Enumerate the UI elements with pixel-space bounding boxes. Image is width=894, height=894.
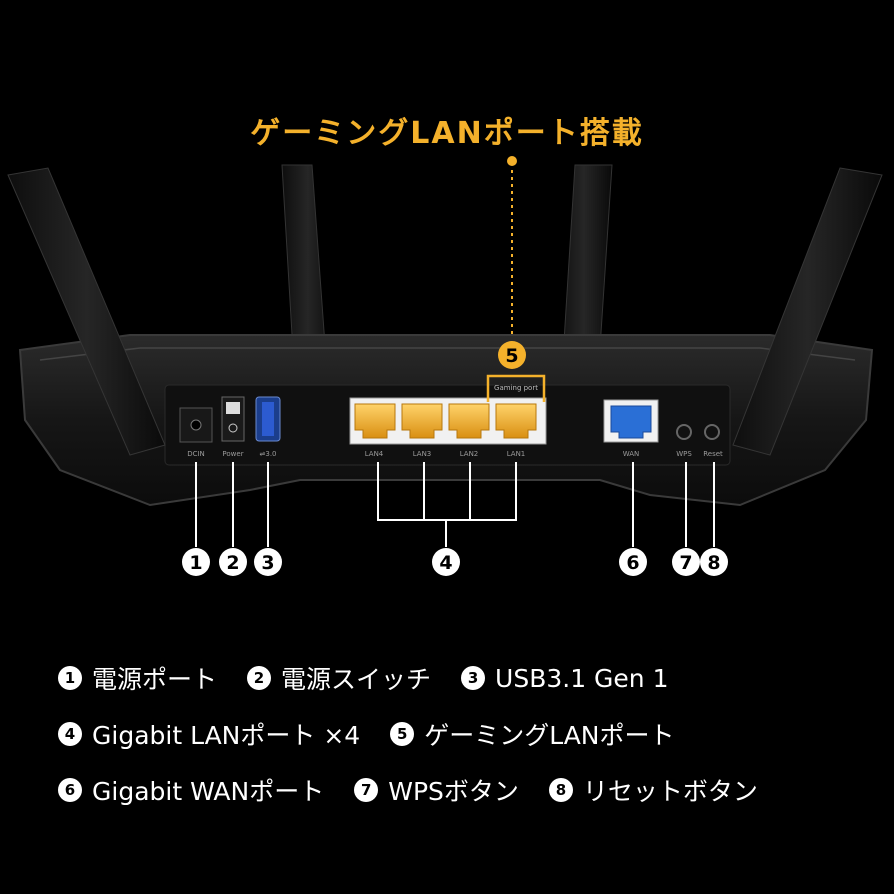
- marker-3: [254, 548, 282, 576]
- legend-number-badge: 7: [354, 778, 379, 802]
- marker-8-number: 8: [707, 552, 720, 574]
- legend-text: リセットボタン: [582, 777, 758, 806]
- legend-text: WPSボタン: [388, 777, 519, 806]
- marker-4: [432, 548, 460, 576]
- callout-badge-number: 5: [505, 345, 518, 367]
- marker-8: [700, 548, 728, 576]
- reset-button: [704, 424, 720, 440]
- legend-text: 電源ポート: [92, 665, 218, 694]
- lan1-label: LAN1: [507, 450, 526, 458]
- wps-button: [676, 424, 692, 440]
- callout-badge: [498, 341, 526, 369]
- legend-item-3: 3 USB3.1 Gen 1: [461, 663, 669, 693]
- lan3-label: LAN3: [413, 450, 432, 458]
- legend-number-badge: 6: [58, 778, 82, 802]
- antenna-right-outer: [732, 167, 883, 456]
- dc-pin-icon: [190, 419, 202, 431]
- legend-number-badge: 1: [58, 666, 82, 690]
- legend-item-2: 2 電源スイッチ: [247, 660, 431, 696]
- headline: ゲーミングLANポート搭載: [250, 116, 644, 151]
- legend-item-6: 6 Gigabit WANポート: [58, 772, 324, 808]
- legend-item-1: 1 電源ポート: [58, 660, 217, 696]
- marker-2: [219, 548, 247, 576]
- wps-label: WPS: [676, 450, 692, 458]
- legend-text: ゲーミングLANポート: [424, 721, 675, 750]
- wan-port: [610, 405, 652, 439]
- marker-6-number: 6: [626, 552, 639, 574]
- usb-tongue-icon: [262, 402, 274, 436]
- lan4-label: LAN4: [365, 450, 384, 458]
- legend-number-badge: 8: [548, 778, 573, 802]
- legend-row: 1 電源ポート 2 電源スイッチ 3 USB3.1 Gen 1: [58, 650, 878, 706]
- gaming-port-outline: [486, 374, 546, 402]
- legend-number-badge: 2: [247, 666, 272, 690]
- callout-dot: [507, 156, 517, 166]
- legend-number-badge: 5: [390, 722, 415, 746]
- marker-6: [619, 548, 647, 576]
- lan-port-2: [448, 403, 490, 439]
- legend-item-5: 5 ゲーミングLANポート: [390, 716, 675, 752]
- legend-text: 電源スイッチ: [281, 665, 432, 694]
- wan-label: WAN: [623, 450, 640, 458]
- marker-3-number: 3: [261, 552, 274, 574]
- lan-port-4: [354, 403, 396, 439]
- legend-text: Gigabit WANポート: [92, 777, 325, 806]
- legend: 1 電源ポート 2 電源スイッチ 3 USB3.1 Gen 1 4 Gigabit LANポー…: [58, 650, 878, 818]
- lan-port-1: [495, 403, 537, 439]
- usb-label: ⇌3.0: [260, 450, 277, 458]
- marker-1-number: 1: [189, 552, 202, 574]
- gaming-port-tag: Gaming port: [494, 384, 538, 392]
- switch-ring-icon: [228, 423, 238, 433]
- lan2-label: LAN2: [460, 450, 479, 458]
- leader-lines: [195, 462, 715, 547]
- marker-2-number: 2: [226, 552, 239, 574]
- legend-row: 4 Gigabit LANポート ×4 5 ゲーミングLANポート: [58, 706, 878, 762]
- antenna-left-outer: [7, 167, 166, 456]
- marker-1: [182, 548, 210, 576]
- legend-item-8: 8 リセットボタン: [548, 772, 758, 808]
- legend-item-4: 4 Gigabit LANポート ×4: [58, 716, 360, 752]
- reset-label: Reset: [703, 450, 723, 458]
- legend-number-badge: 3: [461, 666, 486, 690]
- legend-text: USB3.1 Gen 1: [495, 663, 669, 693]
- marker-7: [672, 548, 700, 576]
- legend-text: Gigabit LANポート ×4: [92, 721, 361, 750]
- lan-port-3: [401, 403, 443, 439]
- dcin-label: DCIN: [187, 450, 205, 458]
- switch-rocker-icon: [226, 402, 240, 414]
- legend-row: 6 Gigabit WANポート 7 WPSボタン 8 リセットボタン: [58, 762, 878, 818]
- marker-4-number: 4: [439, 552, 452, 574]
- marker-7-number: 7: [679, 552, 692, 574]
- legend-item-7: 7 WPSボタン: [354, 772, 519, 808]
- legend-number-badge: 4: [58, 722, 82, 746]
- power-label: Power: [222, 450, 243, 458]
